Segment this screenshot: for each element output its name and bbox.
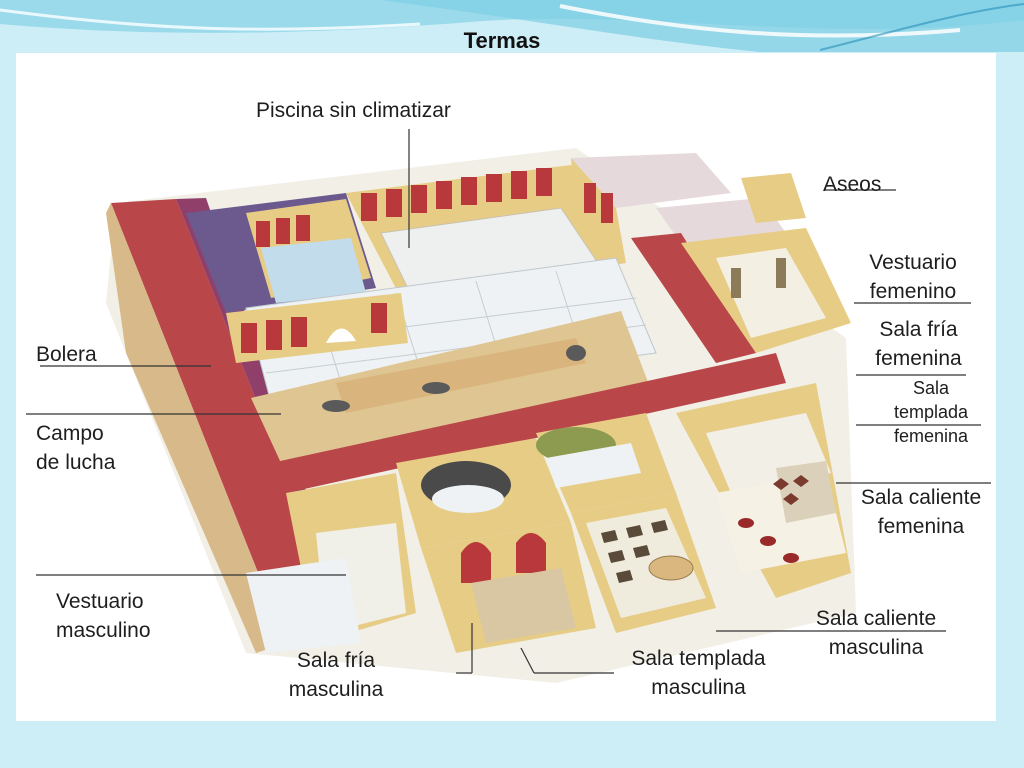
label-line: masculino (56, 619, 151, 642)
label-sala-templada-masculina: Sala templada masculina (611, 644, 786, 702)
label-line: Sala fría (879, 318, 958, 341)
label-line: de lucha (36, 451, 116, 474)
label-line: Vestuario (869, 251, 957, 274)
label-line: femenina (877, 515, 965, 538)
label-aseos: Aseos (823, 173, 882, 196)
label-piscina-sin-climatizar: Piscina sin climatizar (256, 99, 451, 122)
label-sala-fria-femenina: Sala fría femenina (861, 315, 976, 373)
label-line: Sala fría (296, 649, 376, 672)
label-sala-templada-femenina: Sala templada femenina (876, 376, 986, 448)
label-bolera: Bolera (36, 343, 97, 366)
label-line: masculina (288, 678, 384, 701)
label-line: Sala (912, 378, 950, 398)
label-sala-caliente-femenina: Sala caliente femenina (846, 483, 996, 541)
label-line: femenina (893, 426, 969, 446)
label-line: Sala caliente (860, 486, 982, 509)
diagram-panel: Piscina sin climatizar Aseos Vestuario f… (16, 53, 996, 721)
roman-baths-illustration (26, 129, 991, 683)
slide-title: Termas (463, 28, 541, 53)
label-line: masculina (828, 636, 924, 659)
label-line: Campo (36, 422, 104, 445)
label-vestuario-femenino: Vestuario femenino (848, 248, 978, 306)
label-vestuario-masculino: Vestuario masculino (56, 587, 151, 645)
label-line: femenina (875, 347, 962, 370)
label-line: templada (893, 402, 969, 422)
label-line: Sala caliente (815, 607, 937, 630)
label-line: Sala templada (631, 647, 766, 670)
label-line: Vestuario (56, 590, 144, 613)
label-line: masculina (651, 676, 746, 699)
label-campo-de-lucha: Campo de lucha (36, 419, 115, 477)
label-line: femenino (869, 280, 957, 303)
label-sala-caliente-masculina: Sala caliente masculina (796, 604, 956, 662)
label-sala-fria-masculina: Sala fría masculina (266, 646, 406, 704)
